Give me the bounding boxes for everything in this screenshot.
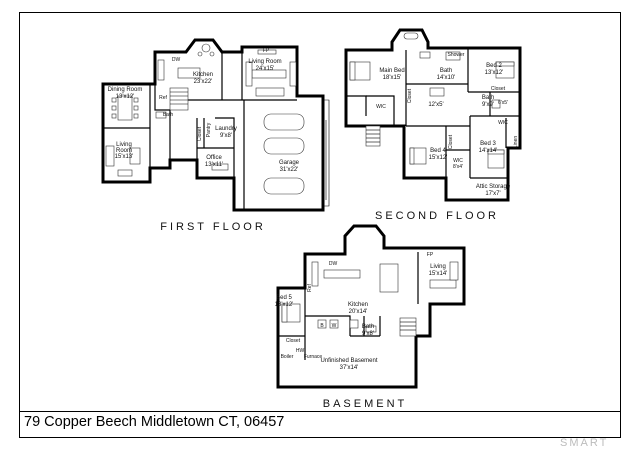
property-address: 79 Copper Beech Middletown CT, 06457 (24, 414, 285, 430)
garage-cars (263, 113, 305, 195)
living2-name: Living (116, 142, 132, 148)
main-bed-size: 18'x15' (383, 75, 402, 81)
living2-size: 15'x13' (115, 154, 134, 160)
living-room-2-furniture (105, 145, 141, 177)
basement-b-label: B (320, 323, 324, 329)
main-bed-name: Main Bed (379, 68, 404, 74)
first-floor-title: FIRST FLOOR (160, 221, 266, 233)
shower-label: Shower (448, 52, 465, 58)
bed4-size: 15'x12' (429, 155, 448, 161)
bed5-size: 13'x12' (275, 302, 294, 308)
basement-stairs (399, 317, 417, 337)
first-floor-plan: Dining Room 13'x12' Kitchen 23'x22' Livi… (101, 38, 330, 233)
first-floor-ref-label: Ref (159, 95, 167, 101)
kitchen-island (157, 43, 215, 81)
footer-divider (19, 411, 621, 412)
living-room-furniture (245, 49, 297, 97)
hall-size: 12'x5' (428, 102, 443, 108)
basement-kitchen-size: 20'x14' (349, 309, 368, 315)
dining-room-size: 13'x12' (116, 94, 135, 100)
wic2-label: WIC (498, 120, 508, 126)
attic-size: 17'x7' (485, 191, 500, 197)
living-room-name: Living Room (248, 59, 281, 65)
basement-closet-label: Closet (286, 338, 301, 344)
basement-bath-size: 9'x8' (362, 331, 374, 337)
basement-w-label: W (332, 323, 337, 329)
basement-plan: Bed 5 13'x12' Kitchen 20'x14' Living 15'… (275, 224, 466, 410)
basement-living-size: 15'x14' (429, 271, 448, 277)
wic-small-name: WIC (453, 158, 463, 164)
basement-bath-fixtures (317, 319, 377, 333)
wic-label: WIC (376, 104, 386, 110)
living2-name2: Room (116, 148, 132, 154)
basement-furnace-label: Furnace (304, 354, 323, 360)
attic-name: Attic Storage (476, 184, 511, 190)
basement-boiler-label: Boiler (281, 354, 294, 360)
office-desk (211, 163, 229, 171)
garage-name: Garage (279, 160, 300, 166)
office-name: Office (206, 155, 222, 161)
basement-fp-label: FP (427, 252, 434, 258)
first-floor-bath-label: Bath (163, 112, 174, 118)
dining-table (111, 95, 139, 121)
dining-room-name: Dining Room (108, 87, 143, 93)
unfinished-size: 37'x14' (340, 365, 359, 371)
office-size: 13'x11' (205, 162, 223, 168)
basement-title: BASEMENT (323, 398, 408, 410)
closet3-label: Closet (407, 88, 413, 103)
kitchen-name: Kitchen (193, 72, 213, 78)
bed3-size: 14'x14' (479, 148, 498, 154)
basement-bath-name: Bath (362, 324, 374, 330)
second-floor-beds (349, 61, 515, 169)
linen-label: Linen (513, 136, 519, 148)
first-floor-fp-label: FP (263, 48, 270, 54)
first-floor-pantry-label: Pantry (206, 122, 212, 137)
basement-living-name: Living (430, 264, 446, 270)
bath2-size: 9'x9' (482, 102, 494, 108)
bed4-name: Bed 4 (430, 148, 446, 154)
basement-bed (281, 303, 301, 323)
first-floor-bath-fixture (155, 111, 167, 119)
laundry-size: 9'x8' (220, 133, 232, 139)
basement-living-furniture (429, 261, 459, 289)
basement-dw-label: DW (329, 261, 338, 267)
basement-hw-label: HW (296, 348, 305, 354)
bed2-size: 13'x12' (485, 70, 504, 76)
page-frame (19, 12, 621, 438)
second-floor-plan: Main Bed 18'x15' Bath 14'x10' Bed 2 13'x… (344, 28, 522, 222)
brand-logo: SMART (560, 437, 609, 449)
second-floor-title: SECOND FLOOR (375, 210, 499, 222)
kitchen-size: 23'x22' (194, 79, 213, 85)
garage-size: 31'x22' (280, 167, 299, 173)
bed5-name: Bed 5 (276, 295, 292, 301)
second-floor-bath-fixtures (403, 32, 501, 109)
living-room-size: 24'x15' (256, 66, 275, 72)
basement-kitchen-name: Kitchen (348, 302, 368, 308)
bath2-name: Bath (482, 95, 494, 101)
main-bath-name: Bath (440, 68, 452, 74)
basement-ref-label: Ref (307, 283, 313, 291)
first-floor-dw-label: DW (172, 57, 181, 63)
linen-size: 6'x5' (498, 100, 508, 106)
wic-small-size: 8'x4' (453, 164, 463, 170)
bed3-name: Bed 3 (480, 141, 496, 147)
unfinished-name: Unfinished Basement (320, 358, 377, 364)
closet2-label: Closet (448, 134, 454, 149)
basement-kitchen-furniture (311, 261, 399, 293)
first-floor-closet-label: Closet (197, 126, 203, 141)
second-floor-stairs (365, 125, 381, 147)
laundry-name: Laundry (215, 126, 237, 132)
main-bath-size: 14'x10' (437, 75, 456, 81)
first-floor-stairs (169, 87, 189, 111)
closet-label: Closet (491, 86, 506, 92)
bed2-name: Bed 2 (486, 63, 502, 69)
